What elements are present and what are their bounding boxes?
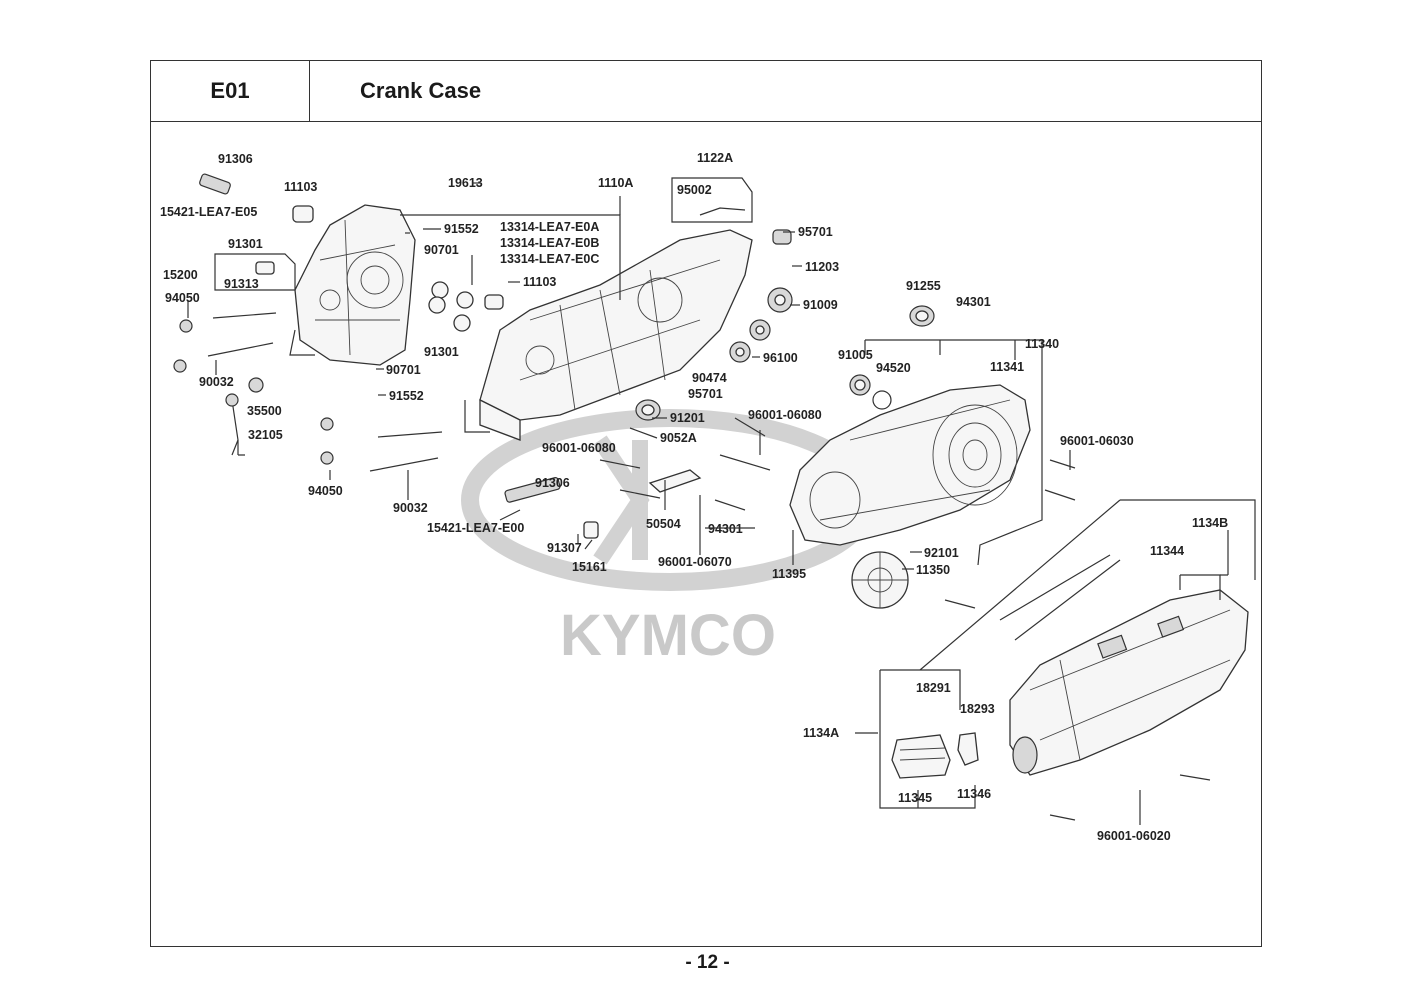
callout: 95701 <box>688 387 723 401</box>
oil-strainer-15421-E00 <box>504 477 561 503</box>
filter-15200 <box>255 261 275 275</box>
callout: 11344 <box>1150 544 1184 558</box>
callout: 11103 <box>523 275 556 289</box>
callout: 13314-LEA7-E0A <box>500 220 599 234</box>
callout: 32105 <box>248 428 283 442</box>
callout: 1122A <box>697 151 733 165</box>
callout: 91301 <box>228 237 263 251</box>
callout: 96001-06080 <box>748 408 822 422</box>
circlip-94520 <box>872 390 892 410</box>
callout: 1134A <box>803 726 839 740</box>
callout: 91313 <box>224 277 259 291</box>
callout: 90701 <box>424 243 459 257</box>
part-callouts: 91306 15421-LEA7-E05 11103 19613 1110A 1… <box>160 151 1228 843</box>
callout-ticks <box>376 182 922 570</box>
callout: 96001-06080 <box>542 441 616 455</box>
callout: 94520 <box>876 361 911 375</box>
nut-94050 <box>173 319 334 465</box>
callout: 91005 <box>838 348 873 362</box>
callout: 11103 <box>284 180 317 194</box>
callout: 11395 <box>772 567 806 581</box>
callout: 11345 <box>898 791 932 805</box>
callout: 91307 <box>547 541 582 555</box>
callout: 11203 <box>805 260 839 274</box>
stud-90032 <box>207 312 443 472</box>
crankcase-left-half <box>294 204 416 366</box>
plug-15161 <box>583 521 599 539</box>
callout: 1134B <box>1192 516 1228 530</box>
bearing-96100 <box>729 319 771 363</box>
callout: 15421-LEA7-E00 <box>427 521 524 535</box>
callout: 13314-LEA7-E0C <box>500 252 599 266</box>
plate-50504 <box>648 469 702 493</box>
callout: 19613 <box>448 176 483 190</box>
callout: 11340 <box>1025 337 1059 351</box>
screws-18291 <box>999 554 1121 641</box>
bearings-13314 <box>428 281 474 332</box>
callout: 95701 <box>798 225 833 239</box>
callout: 96100 <box>763 351 798 365</box>
callout: 90474 <box>692 371 727 385</box>
callout: 11346 <box>957 787 991 801</box>
callout: 11350 <box>916 563 950 577</box>
callout: 91255 <box>906 279 941 293</box>
callout: 18291 <box>916 681 951 695</box>
callout: 13314-LEA7-E0B <box>500 236 599 250</box>
section-code: E01 <box>150 60 310 122</box>
outer-cover <box>1009 589 1249 776</box>
callout: 15421-LEA7-E05 <box>160 205 257 219</box>
watermark-text: KYMCO <box>560 603 776 668</box>
callout: 92101 <box>924 546 959 560</box>
callout: 94050 <box>165 291 200 305</box>
bearing-91009 <box>767 287 793 313</box>
bushing-11103-right <box>484 294 504 310</box>
callout: 95002 <box>677 183 712 197</box>
callout: 91552 <box>389 389 424 403</box>
transmission-cover <box>789 384 1031 546</box>
callout: 90032 <box>393 501 428 515</box>
seal-91201 <box>635 399 661 421</box>
callout: 15200 <box>163 268 198 282</box>
sensor-35500 <box>248 377 264 393</box>
oil-strainer-15421-E05 <box>199 173 231 195</box>
fan-guard <box>851 551 909 609</box>
callout: 96001-06030 <box>1060 434 1134 448</box>
callout: 90032 <box>199 375 234 389</box>
callout: 94301 <box>708 522 743 536</box>
callout: 1110A <box>598 176 633 190</box>
callout: 96001-06020 <box>1097 829 1171 843</box>
callout: 9052A <box>660 431 697 445</box>
page-number: - 12 - <box>685 952 730 973</box>
callout: 91009 <box>803 298 838 312</box>
callout: 91552 <box>444 222 479 236</box>
hose-95002 <box>699 207 746 216</box>
bushing-11103-left <box>292 205 314 223</box>
callout: 11341 <box>990 360 1024 374</box>
callout: 91306 <box>218 152 253 166</box>
callout: 96001-06070 <box>658 555 732 569</box>
kymco-watermark: KYMCO <box>461 409 879 668</box>
leader-lines <box>187 177 1256 825</box>
section-title: Crank Case <box>309 60 1262 122</box>
callout: 90701 <box>386 363 421 377</box>
callout: 35500 <box>247 404 282 418</box>
callout: 91301 <box>424 345 459 359</box>
callout: 15161 <box>572 560 607 574</box>
filter-clamp <box>957 732 979 766</box>
callout: 94050 <box>308 484 343 498</box>
seal-91005 <box>849 374 871 396</box>
seal-91255 <box>909 305 935 327</box>
callout: 91201 <box>670 411 705 425</box>
bushing-11203 <box>772 229 792 245</box>
callout: 91306 <box>535 476 570 490</box>
crankcase-right-half <box>479 229 753 441</box>
callout: 94301 <box>956 295 991 309</box>
callout: 18293 <box>960 702 995 716</box>
callout: 50504 <box>646 517 681 531</box>
sensor-32105 <box>225 393 239 456</box>
filter-element <box>891 734 951 779</box>
